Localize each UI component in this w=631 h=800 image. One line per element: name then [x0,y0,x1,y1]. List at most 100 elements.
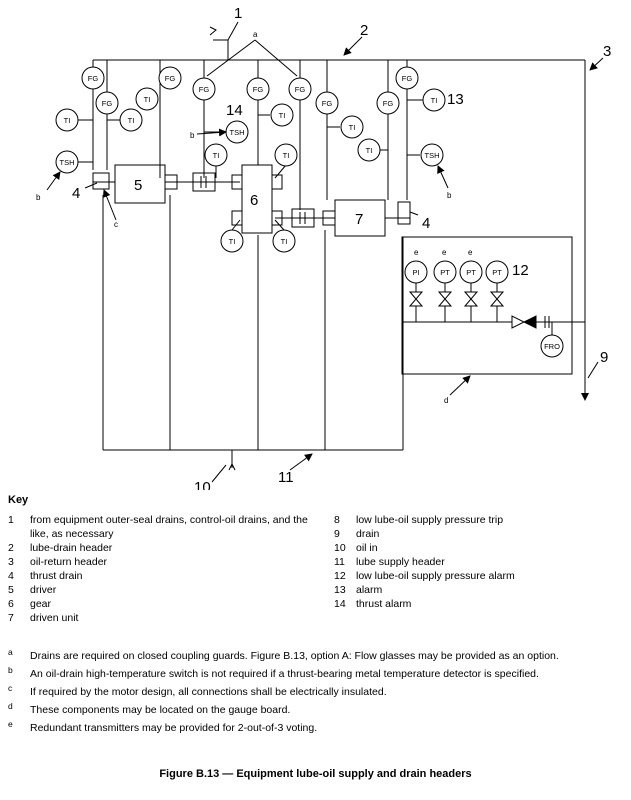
callout-4-left: 4 [72,185,80,202]
key-number: 7 [8,611,14,624]
fg-label: FG [165,74,176,83]
footnote-text: Redundant transmitters may be provided f… [30,722,318,734]
callout-14: 14 [226,102,243,119]
pt-bubble [433,260,457,284]
driver-box [114,164,166,204]
lube-oil-diagram: FG FG TI FG FG FG FG FG FG FG TI TI TSH … [36,5,611,490]
note-mark-a: a [253,30,258,39]
key-text: lube-drain header [30,541,113,554]
ti-label: TI [366,146,373,155]
pt-bubble [485,260,509,284]
ti-label: TI [144,95,151,104]
key-number: 11 [334,555,345,568]
pt-bubble [459,260,483,284]
drain-inlet-symbol [209,26,217,36]
key-text: driver [30,583,57,596]
ti-label: TI [349,123,356,132]
callout-4-right: 4 [422,215,430,232]
callout-9: 9 [600,349,608,366]
callouts: 1 2 3 4 4 5 6 7 9 10 11 12 13 14 [72,5,611,490]
note-mark-e: e [442,248,447,257]
key-text: drain [356,527,380,540]
key-item: 10 oil in [334,542,624,556]
callout-5: 5 [134,177,142,194]
valves [408,291,537,329]
footnote-letter: b [8,665,13,675]
callout-13: 13 [447,91,464,108]
ti-bubble [220,229,244,253]
ti-label: TI [283,151,290,160]
tsh-bubble [55,150,79,174]
key-text: thrust alarm [356,597,412,610]
note-mark-e: e [468,248,473,257]
pt-label: PT [466,268,476,277]
footnote-letter: c [8,683,13,693]
key-text: low lube-oil supply pressure trip [356,514,504,526]
fg-bubble [158,66,182,90]
fg-bubble [81,66,105,90]
fg-bubble [95,91,119,115]
pi-bubble [404,260,428,284]
key-text: gear [30,597,52,610]
ti-label: TI [213,151,220,160]
callout-12: 12 [512,262,529,279]
key-text: lube supply header [356,555,445,568]
tsh-bubble [420,143,444,167]
note-mark-b: b [190,131,195,140]
key-title: Key [8,494,29,506]
key-number: 12 [334,569,346,582]
callout-11: 11 [278,469,294,486]
driven-unit-box [334,199,386,237]
tsh-label: TSH [60,158,75,167]
callout-7: 7 [355,211,363,228]
fg-label: FG [199,85,210,94]
pi-label: PI [412,268,419,277]
footnote-text: Drains are required on closed coupling g… [30,650,559,662]
key-text: from equipment outer-seal drains, contro… [30,514,308,540]
key-text: oil-return header [30,555,108,568]
ti-label: TI [64,116,71,125]
note-mark-b: b [36,193,41,202]
fg-label: FG [102,99,113,108]
key-item: 3 oil-return header [8,556,318,570]
key-text: driven unit [30,611,79,624]
valve-pt-2 [463,291,479,307]
note-mark-e: e [414,248,419,257]
tsh-label: TSH [425,151,440,160]
key-number: 10 [334,541,346,554]
key-text: oil in [356,541,378,554]
note-mark-c: c [114,220,118,229]
fg-label: FG [253,85,264,94]
ti-bubble [270,103,294,127]
callout-10: 10 [194,479,211,490]
fg-label: FG [402,74,413,83]
fg-bubble [288,77,312,101]
ti-bubble [272,229,296,253]
fg-bubble [315,91,339,115]
ti-label: TI [281,237,288,246]
leader-lines [46,21,604,483]
key-text: thrust drain [30,569,83,582]
valve-pi [408,291,424,307]
note-marks: a b b b c d e e e [36,30,473,405]
fg-bubble [395,66,419,90]
pt-label: PT [492,268,502,277]
footnote-text: An oil-drain high-temperature switch is … [30,668,539,680]
pt-label: PT [440,268,450,277]
key-number: 3 [8,555,14,568]
key-number: 13 [334,583,346,596]
key-number: 2 [8,541,14,554]
footnote: b An oil-drain high-temperature switch is… [8,665,623,680]
ti-bubble [274,143,298,167]
